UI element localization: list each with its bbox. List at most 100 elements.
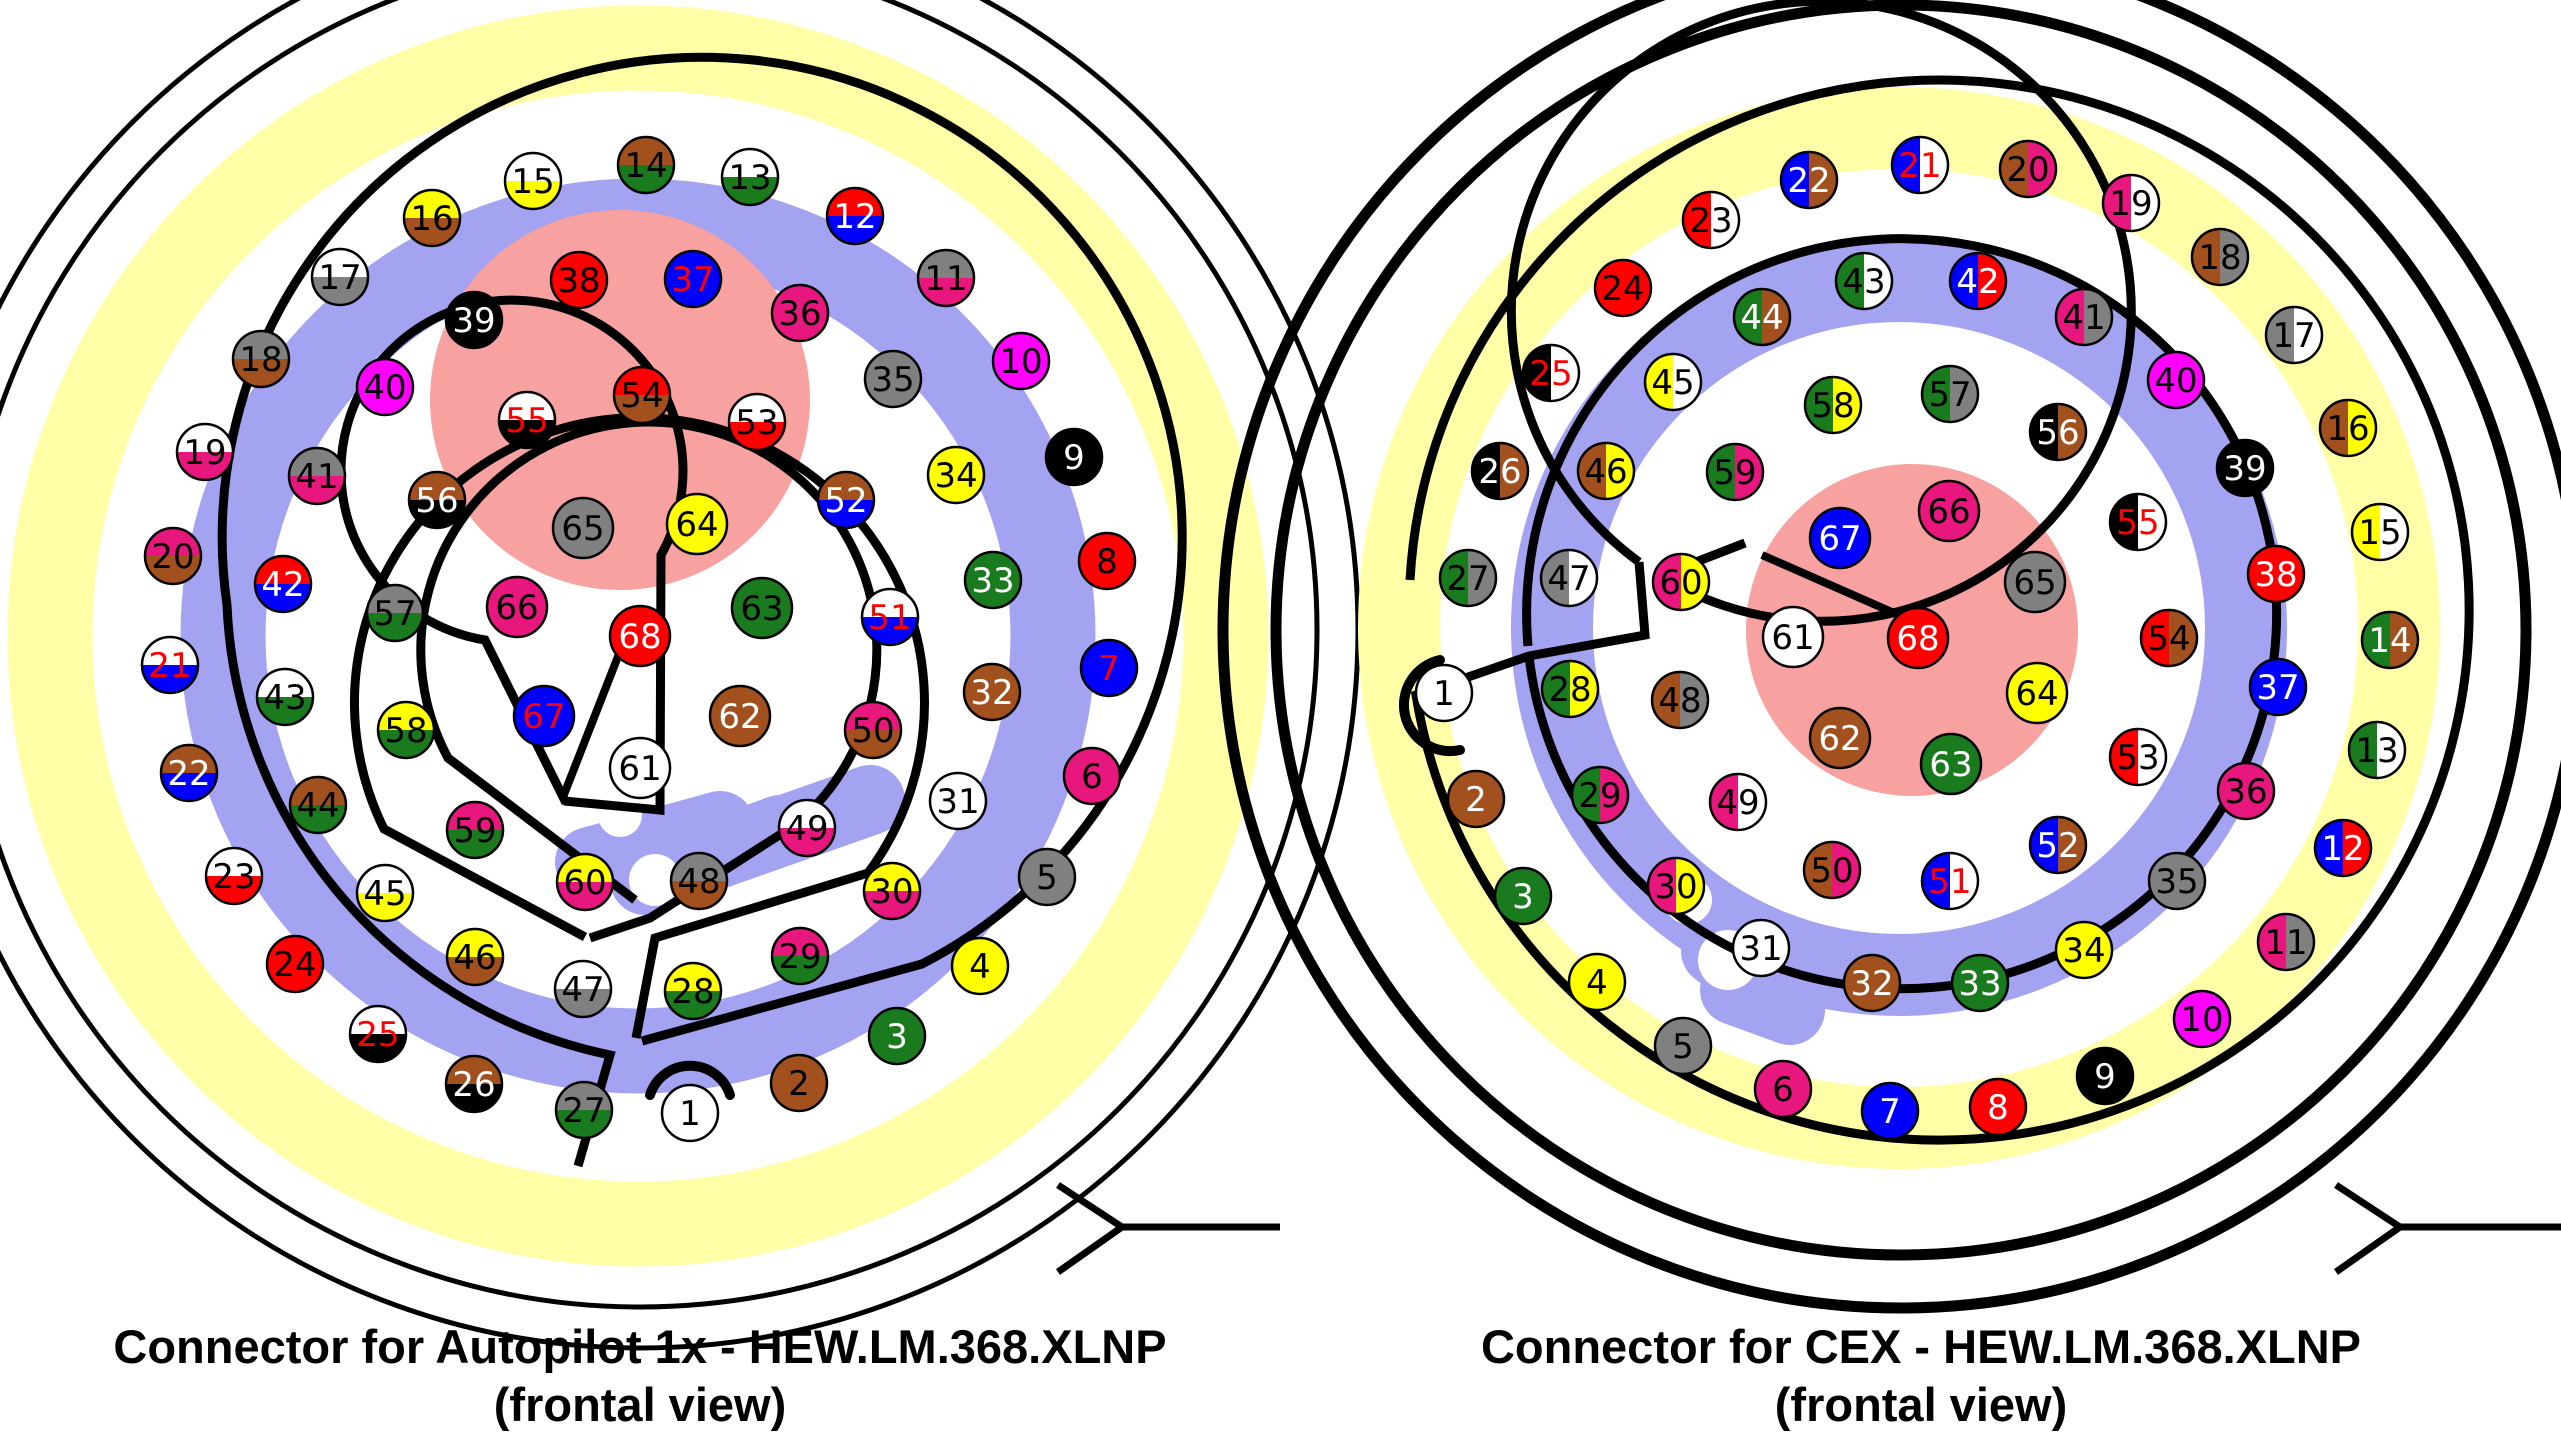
pin-51-top-half xyxy=(862,589,918,617)
pin-7-body xyxy=(1862,1083,1918,1139)
pin-11-left-half xyxy=(2258,914,2286,970)
pin-50-outline xyxy=(1802,840,1862,900)
pin-19-outline xyxy=(175,422,235,482)
pin-65-outline xyxy=(2003,550,2067,614)
pin-63: 63 xyxy=(1919,732,1983,796)
pin-8: 8 xyxy=(1968,1077,2028,1137)
pin-37: 37 xyxy=(2248,657,2308,717)
pin-15-label: 15 xyxy=(511,162,554,202)
pin-56: 56 xyxy=(2028,402,2088,462)
pin-25-label: 25 xyxy=(1529,354,1572,394)
pin-26-label: 26 xyxy=(1478,452,1521,492)
pin-18-label: 18 xyxy=(2198,238,2241,278)
pin-11: 11 xyxy=(2256,912,2316,972)
pin-51-label: 51 xyxy=(868,598,911,638)
pin-35-label: 35 xyxy=(871,360,914,400)
pin-25-outline xyxy=(348,1004,408,1064)
pin-25-label: 25 xyxy=(356,1015,399,1055)
pin-36-label: 36 xyxy=(2224,772,2267,812)
pin-12-top-half xyxy=(827,188,883,216)
pin-58-outline xyxy=(376,700,436,760)
pin-62-body xyxy=(1810,708,1870,768)
pin-67-outline xyxy=(512,684,576,748)
pin-18: 18 xyxy=(231,329,291,389)
pin-29: 29 xyxy=(770,926,830,986)
pin-11-outline xyxy=(2256,912,2316,972)
pin-16-outline xyxy=(402,188,462,248)
pin-50-top-half xyxy=(845,702,901,730)
pin-21: 21 xyxy=(140,635,200,695)
pin-62-body xyxy=(710,686,770,746)
pin-11: 11 xyxy=(916,248,976,308)
pin-40-label: 40 xyxy=(363,368,406,408)
pin-16-right-half xyxy=(2348,400,2376,456)
pin-65-body xyxy=(553,498,613,558)
pin-50: 50 xyxy=(843,700,903,760)
pin-10-outline xyxy=(2172,989,2232,1049)
pin-63-label: 63 xyxy=(1929,745,1972,785)
pin-5-label: 5 xyxy=(1672,1027,1694,1067)
connector-autopilot: 1234567891011121314151617181920212223242… xyxy=(0,0,1361,1351)
pin-43-outline xyxy=(255,667,315,727)
pin-17: 17 xyxy=(2264,305,2324,365)
pin-57-right-half xyxy=(1950,366,1978,422)
pin-36-body xyxy=(2218,763,2274,819)
pin-49-right-half xyxy=(1738,774,1766,830)
pin-40-outline xyxy=(2146,350,2206,410)
pin-10: 10 xyxy=(991,331,1051,391)
pin-54-bottom-half xyxy=(614,395,670,423)
pin-2: 2 xyxy=(1446,769,1506,829)
pin-30-outline xyxy=(1646,856,1706,916)
pin-14-outline xyxy=(616,135,676,195)
pin-48-left-half xyxy=(1652,672,1680,728)
pin-43-top-half xyxy=(257,669,313,697)
pin-60-label: 60 xyxy=(563,863,606,903)
pin-54: 54 xyxy=(612,365,672,425)
pin-21: 21 xyxy=(1890,135,1950,195)
pin-56-bottom-half xyxy=(409,500,465,528)
pin-64-outline xyxy=(665,492,729,556)
pin-3-outline xyxy=(867,1006,927,1066)
pin-4-body xyxy=(952,938,1008,994)
pin-66-label: 66 xyxy=(495,588,538,628)
shell-ring-1 xyxy=(1217,0,2561,1314)
pin-53-label: 53 xyxy=(735,403,778,443)
pin-41-top-half xyxy=(289,448,345,476)
pin-12-outline xyxy=(825,186,885,246)
pin-20-label: 20 xyxy=(2006,150,2049,190)
pin-18-label: 18 xyxy=(239,340,282,380)
pin-57-top-half xyxy=(367,585,423,613)
pin1-key-arc xyxy=(1398,655,1465,757)
pin-25-top-half xyxy=(350,1006,406,1034)
pin-39-label: 39 xyxy=(2223,449,2266,489)
pin-54-left-half xyxy=(2141,610,2169,666)
pin-65: 65 xyxy=(551,496,615,560)
pin-5-body xyxy=(1655,1018,1711,1074)
pin-43: 43 xyxy=(255,667,315,727)
pin-67-label: 67 xyxy=(1818,519,1861,559)
pin-29-right-half xyxy=(1600,767,1628,823)
pin-22: 22 xyxy=(159,743,219,803)
pin-28-right-half xyxy=(1570,661,1598,717)
pin-9-outline xyxy=(1044,427,1104,487)
pin-64-body xyxy=(2007,663,2067,723)
pin-14: 14 xyxy=(616,135,676,195)
pin-32-label: 32 xyxy=(970,673,1013,713)
pin-36-body xyxy=(772,285,828,341)
pin-4-outline xyxy=(1567,952,1627,1012)
pin-57-label: 57 xyxy=(1928,375,1971,415)
pin-31-outline xyxy=(928,771,988,831)
pin-5-body xyxy=(1019,849,1075,905)
pin-55-left-half xyxy=(2110,494,2138,550)
pin-3: 3 xyxy=(1493,866,1553,926)
pin-61: 61 xyxy=(1761,605,1825,669)
pin-3: 3 xyxy=(867,1006,927,1066)
pin-28: 28 xyxy=(663,961,723,1021)
pin-64-outline xyxy=(2005,661,2069,725)
pin-38-label: 38 xyxy=(557,261,600,301)
pin-19: 19 xyxy=(175,422,235,482)
pin-48: 48 xyxy=(1650,670,1710,730)
pin-15-label: 15 xyxy=(2358,513,2401,553)
pin-6-label: 6 xyxy=(1081,757,1103,797)
